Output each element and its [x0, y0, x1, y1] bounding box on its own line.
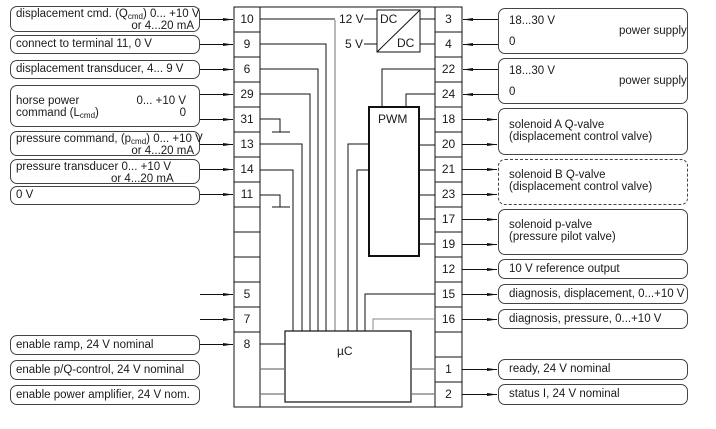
left-terminal-6: 6	[243, 62, 251, 76]
wire-9	[260, 43, 327, 331]
wire-15	[364, 293, 435, 331]
ground-11	[260, 194, 281, 207]
output-ready: ready, 24 V nominal	[498, 359, 688, 380]
input-pressure-command: pressure command, (pcmd) 0... +10 V or 4…	[10, 131, 203, 157]
wire-13	[260, 143, 303, 331]
wire-16	[372, 318, 435, 331]
left-terminal-29: 29	[240, 87, 254, 101]
right-terminal-16: 16	[441, 312, 456, 326]
wire-24-pwm	[405, 93, 435, 107]
input-displacement-command: displacement cmd. (Qcmd) 0... +10 V or 4…	[10, 6, 200, 32]
pwm-block	[368, 106, 420, 257]
input-pressure-transducer: pressure transducer 0... +10 V or 4...20…	[10, 159, 200, 185]
right-terminal-1: 1	[445, 362, 452, 376]
right-terminal-3: 3	[445, 12, 452, 26]
ground-31	[260, 118, 281, 132]
input-enable-power-amplifier: enable power amplifier, 24 V nom.	[10, 385, 200, 405]
left-terminal-8: 8	[243, 337, 251, 351]
microcontroller-block	[284, 330, 412, 403]
left-terminal-14: 14	[240, 162, 254, 176]
input-displacement-transducer: displacement transducer, 4... 9 V	[10, 60, 200, 79]
left-terminal-empty	[236, 257, 258, 281]
right-terminal-18: 18	[441, 112, 456, 126]
output-diagnosis-displacement: diagnosis, displacement, 0...+10 V	[498, 284, 688, 304]
wire-6	[260, 68, 319, 331]
right-terminal-15: 15	[441, 287, 456, 301]
dcdc-diagonal	[376, 9, 421, 53]
dcdc-label-bottom: DC	[397, 36, 415, 50]
solenoid-b-q-valve: solenoid B Q-valve (displacement control…	[498, 159, 688, 205]
wire-pwm-uc-1	[347, 143, 369, 331]
wire-14	[260, 169, 294, 331]
right-terminal-23: 23	[441, 187, 456, 201]
input-zero-volt: 0 V	[10, 186, 200, 205]
right-terminal-empty	[437, 332, 460, 357]
left-terminal-10: 10	[240, 12, 254, 26]
output-10v-reference: 10 V reference output	[498, 259, 688, 279]
right-terminal-22: 22	[441, 62, 456, 76]
right-terminal-2: 2	[445, 387, 452, 401]
pwm-label: PWM	[378, 112, 408, 126]
label-5v: 5 V	[345, 37, 364, 51]
solenoid-a-q-valve: solenoid A Q-valve (displacement control…	[498, 108, 688, 155]
power-supply-1: 18...30 V 0 power supply	[498, 8, 688, 54]
left-terminal-7: 7	[243, 312, 251, 326]
right-terminal-19: 19	[441, 237, 456, 251]
left-terminal-empty	[236, 207, 258, 231]
uc-label: µC	[337, 344, 353, 358]
solenoid-p-valve: solenoid p-valve (pressure pilot valve)	[498, 209, 688, 255]
right-terminal-24: 24	[441, 87, 456, 101]
left-terminal-empty	[236, 232, 258, 256]
right-terminal-20: 20	[441, 137, 456, 151]
right-terminal-12: 12	[441, 262, 456, 276]
right-terminal-4: 4	[445, 37, 452, 51]
output-status: status I, 24 V nominal	[498, 384, 688, 405]
left-terminal-11: 11	[240, 187, 254, 201]
input-connect-terminal-11: connect to terminal 11, 0 V	[10, 35, 200, 54]
right-terminal-17: 17	[441, 212, 456, 226]
left-terminal-13: 13	[240, 137, 254, 151]
wire-22-pwm	[381, 68, 435, 107]
dcdc-label-top: DC	[380, 12, 398, 26]
input-enable-pq-control: enable p/Q-control, 24 V nominal	[10, 360, 200, 380]
left-terminal-9: 9	[243, 37, 251, 51]
output-diagnosis-pressure: diagnosis, pressure, 0...+10 V	[498, 309, 688, 329]
wire-29	[260, 93, 311, 331]
left-terminal-31: 31	[240, 112, 254, 126]
wire-pwm-uc-2	[356, 169, 369, 331]
label-12v: 12 V	[339, 12, 364, 26]
power-supply-2: 18...30 V 0 power supply	[498, 58, 688, 104]
left-terminal-5: 5	[243, 287, 251, 301]
right-terminal-21: 21	[441, 162, 456, 176]
input-enable-ramp: enable ramp, 24 V nominal	[10, 335, 200, 355]
